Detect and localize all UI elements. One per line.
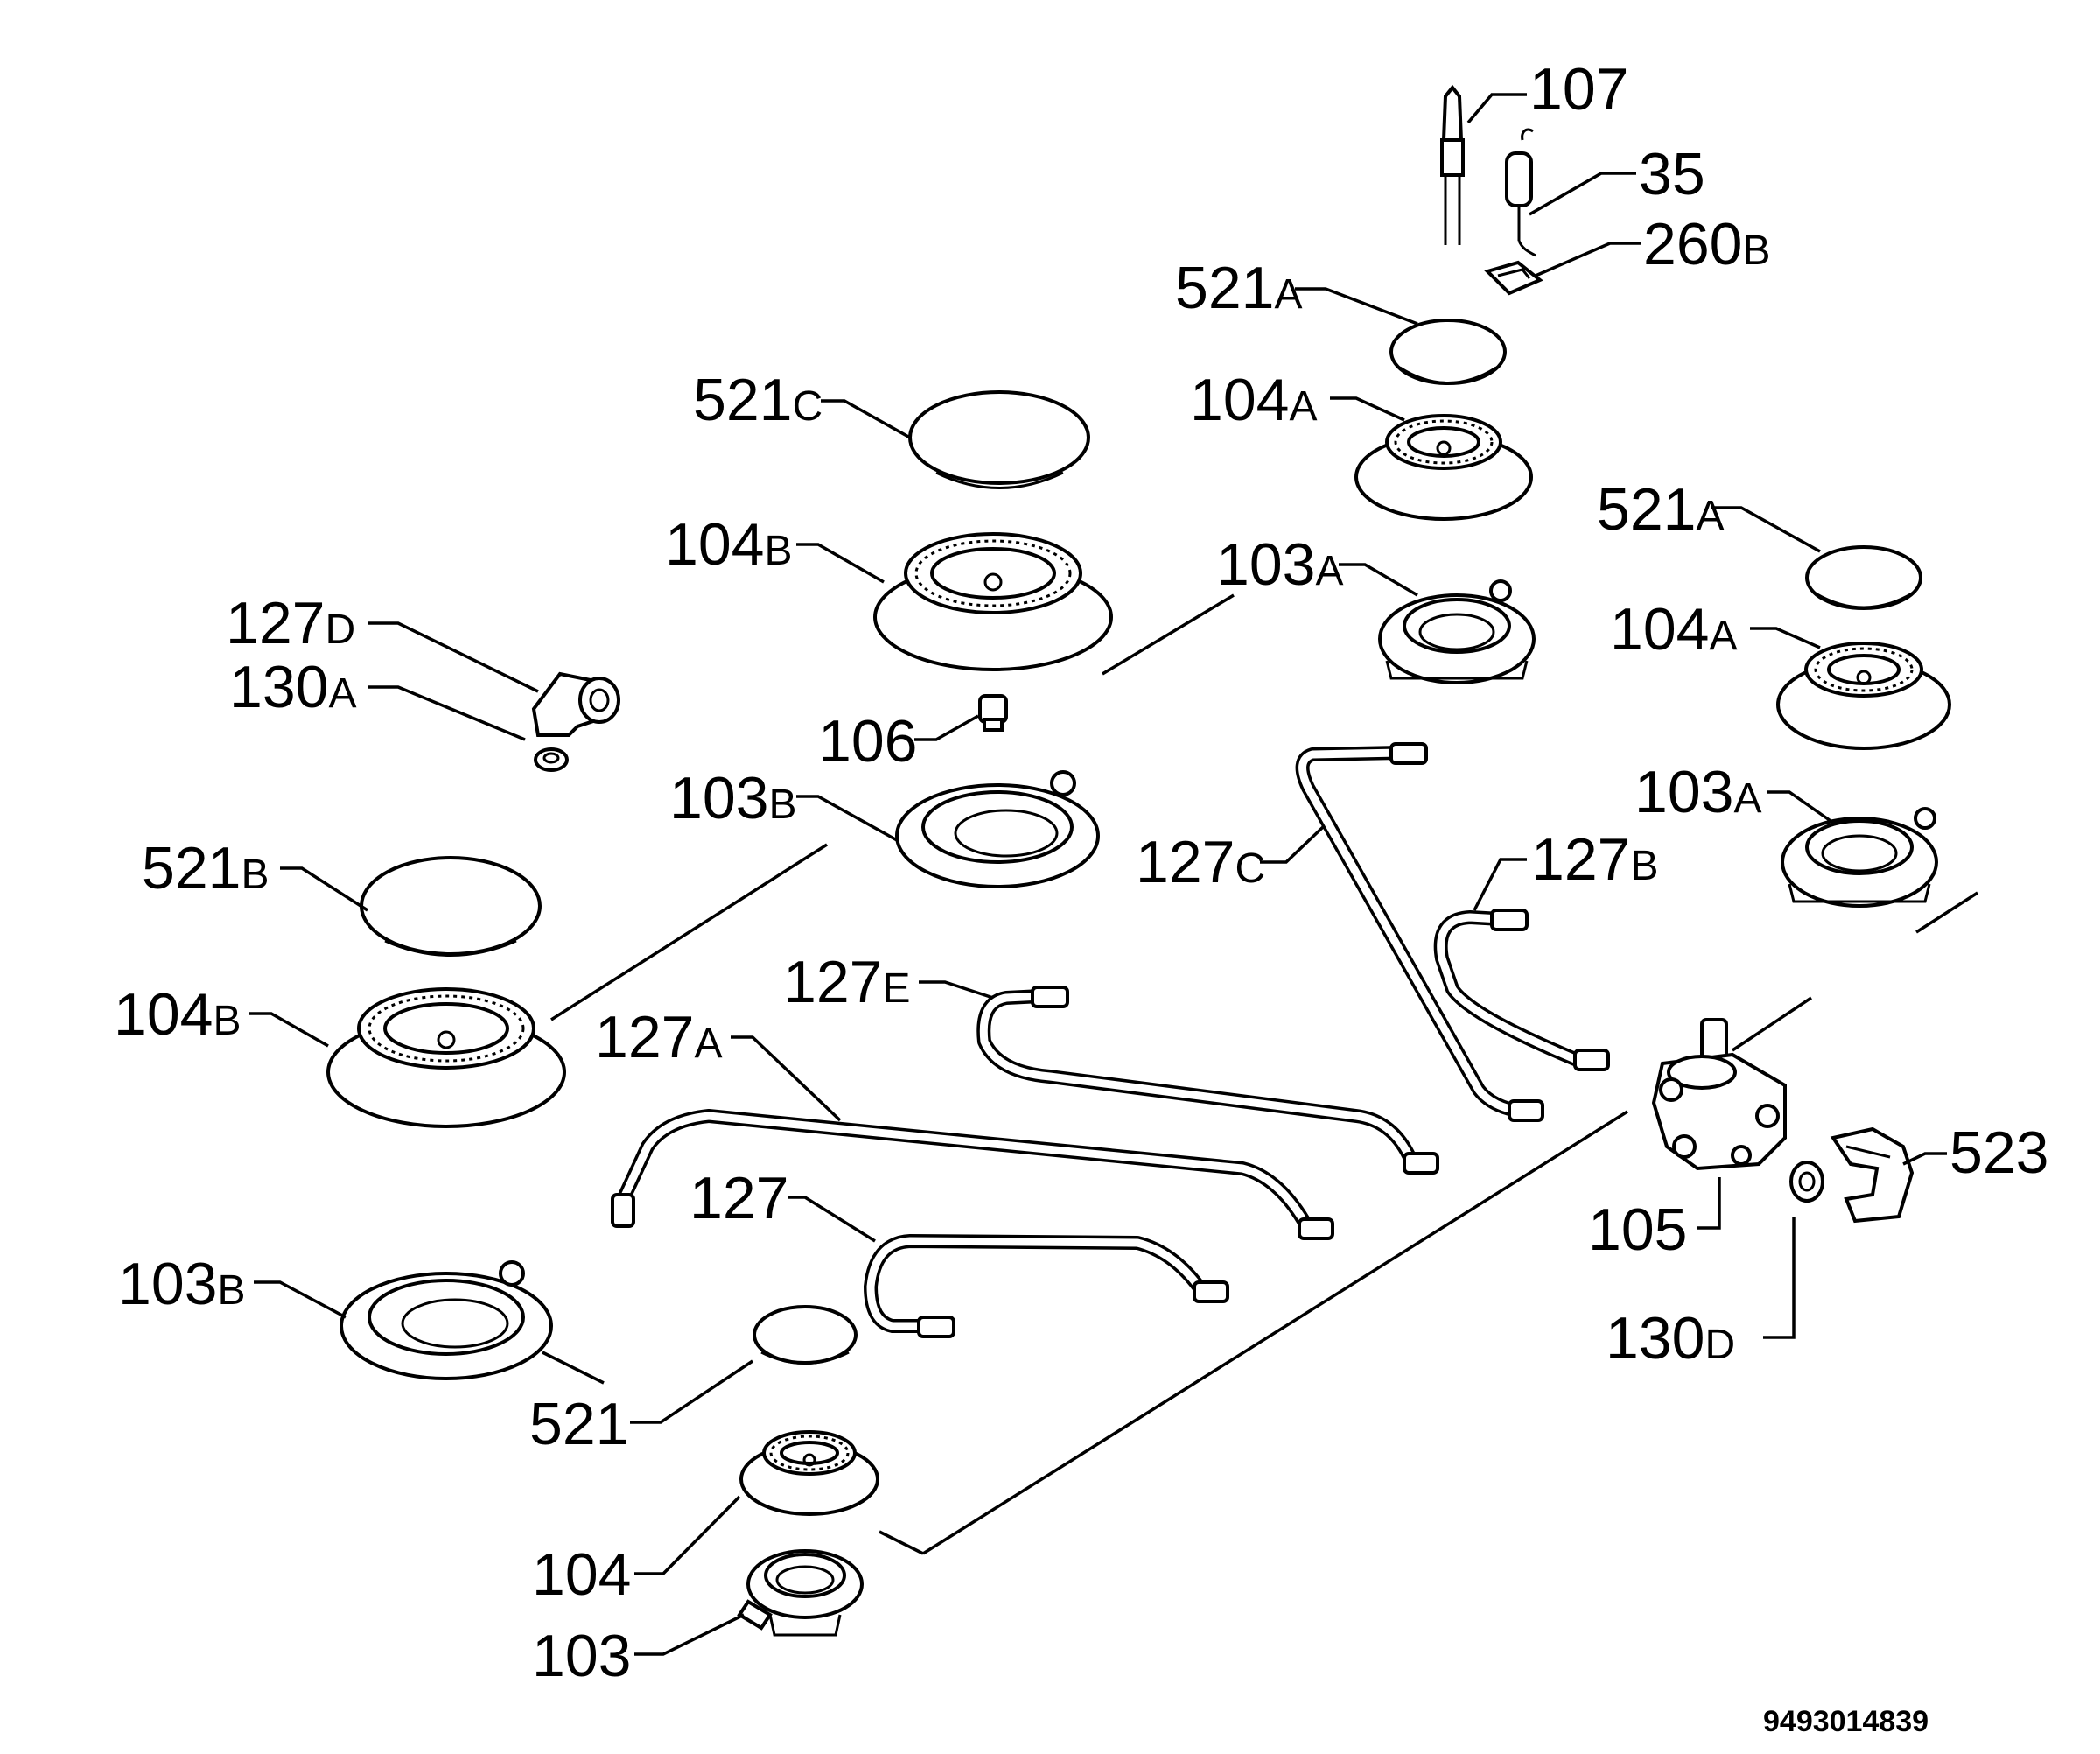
- label-104a-right: 104A: [1610, 596, 1737, 663]
- pipe-127a: [611, 1109, 1334, 1240]
- base-103a-mid: [1378, 579, 1536, 684]
- label-103: 103: [532, 1623, 631, 1689]
- label-127e: 127E: [783, 949, 910, 1015]
- label-104b-top: 104B: [665, 511, 792, 578]
- pipe-127b: [1433, 909, 1610, 1071]
- seal-ring-130d: [1789, 1161, 1824, 1203]
- label-130d: 130D: [1606, 1305, 1735, 1372]
- gas-valve-part: [1651, 1018, 1787, 1171]
- label-521c: 521C: [693, 367, 822, 433]
- label-104b-left: 104B: [114, 981, 241, 1048]
- elbow-fitting-part: [531, 671, 620, 737]
- label-105: 105: [1588, 1196, 1687, 1263]
- label-521b: 521B: [142, 835, 269, 902]
- thermocouple-part: [1440, 84, 1465, 245]
- base-103b-left: [340, 1260, 553, 1380]
- base-103a-right: [1781, 807, 1938, 908]
- label-260b: 260B: [1643, 211, 1770, 277]
- label-127: 127: [690, 1165, 788, 1231]
- crown-104b-top: [873, 532, 1113, 671]
- base-103: [737, 1549, 864, 1637]
- clip-part: [1484, 260, 1544, 296]
- document-number: 9493014839: [1763, 1705, 1928, 1738]
- pipe-127c: [1295, 742, 1544, 1122]
- crown-104a-right: [1776, 642, 1951, 750]
- label-103a-right: 103A: [1634, 759, 1761, 825]
- ignition-electrode-part: [1505, 128, 1536, 257]
- crown-104b-left: [326, 987, 566, 1128]
- cap-521c: [908, 390, 1090, 489]
- pipe-127e: [976, 986, 1439, 1175]
- label-107: 107: [1530, 56, 1628, 123]
- label-104a-top: 104A: [1190, 367, 1317, 433]
- cap-521a-top: [1390, 319, 1507, 385]
- label-127b: 127B: [1531, 826, 1658, 893]
- crown-104: [739, 1430, 879, 1516]
- injector-part: [978, 694, 1008, 732]
- leader-lines: [249, 93, 1947, 1656]
- label-523: 523: [1950, 1119, 2048, 1186]
- label-104: 104: [532, 1541, 631, 1608]
- assembly-lines: [542, 593, 1978, 1555]
- label-521a-right: 521A: [1597, 476, 1724, 543]
- label-35: 35: [1639, 141, 1705, 207]
- bracket-part: [1830, 1126, 1914, 1224]
- label-521: 521: [529, 1391, 628, 1457]
- label-127c: 127C: [1136, 829, 1265, 895]
- label-103a-mid: 103A: [1216, 531, 1343, 598]
- cap-521: [752, 1305, 858, 1365]
- label-106: 106: [818, 708, 917, 775]
- part-labels: 107 35 260B 521A 104A 521C 104B 103A 521…: [114, 56, 2048, 1689]
- label-103b-left: 103B: [118, 1251, 245, 1317]
- pipe-127: [864, 1234, 1229, 1338]
- label-127a: 127A: [595, 1004, 722, 1070]
- seal-ring-130a: [534, 747, 569, 772]
- cap-521b: [360, 856, 542, 957]
- crown-104a-top: [1354, 414, 1533, 521]
- label-127d: 127D: [226, 590, 355, 656]
- label-130a: 130A: [229, 654, 356, 720]
- cap-521a-right: [1805, 545, 1922, 610]
- base-103b-mid: [895, 770, 1100, 888]
- label-521a-top: 521A: [1175, 255, 1302, 321]
- label-103b-mid: 103B: [669, 765, 796, 831]
